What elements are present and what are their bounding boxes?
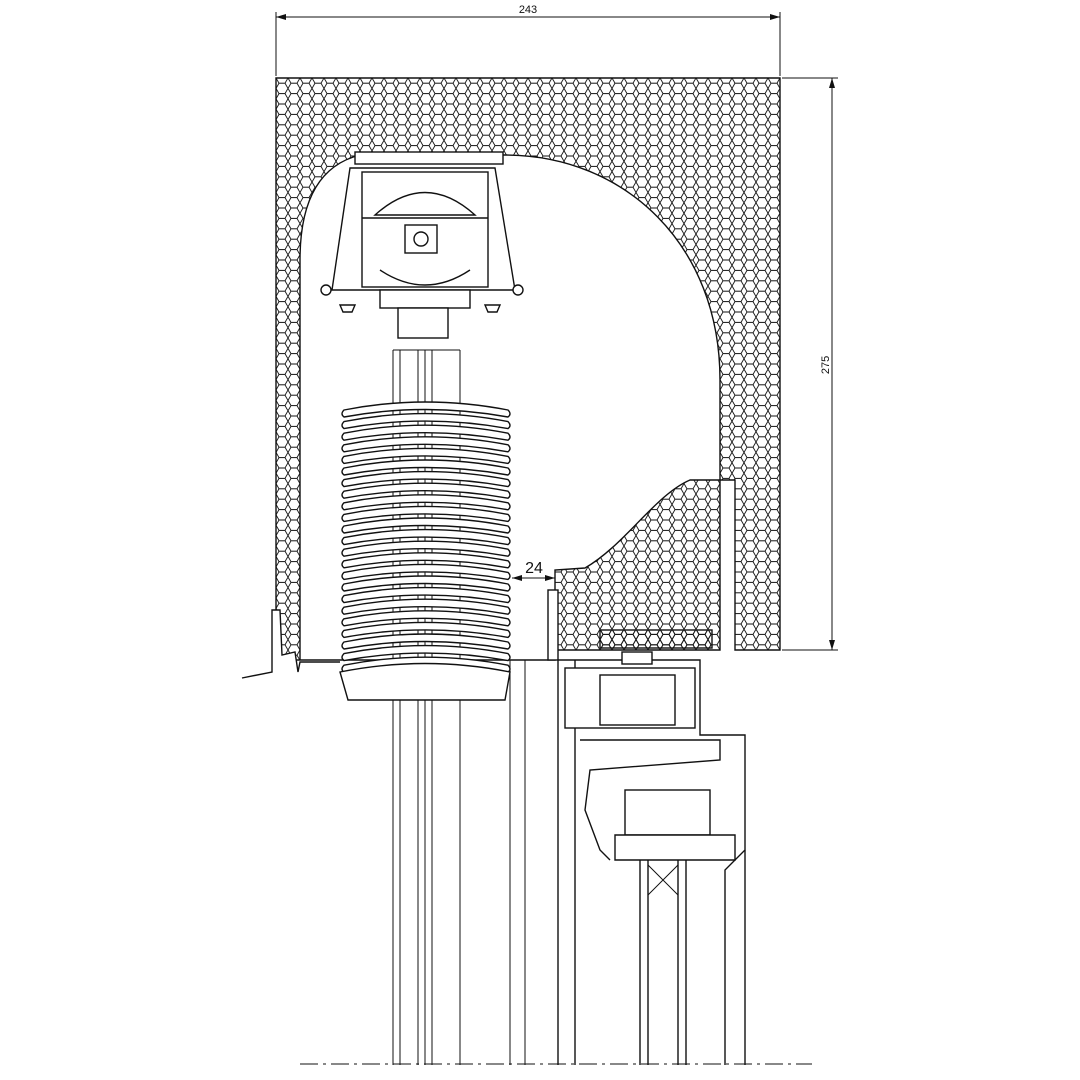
- shutter-slat: [341, 447, 511, 465]
- shutter-slat: [341, 517, 511, 534]
- shutter-slat: [341, 610, 511, 627]
- shutter-slat: [341, 552, 511, 569]
- shutter-slat: [341, 540, 511, 557]
- dimension-height-label: 275: [820, 356, 832, 374]
- dimension-width-label: 243: [519, 4, 537, 16]
- shutter-slat: [341, 494, 511, 511]
- window-frame: [557, 651, 746, 1065]
- shutter-slat: [341, 563, 511, 581]
- shutter-slat: [341, 412, 511, 430]
- guide-rail: [392, 349, 526, 1065]
- shutter-slat: [341, 633, 511, 650]
- motor-bracket: [320, 151, 524, 339]
- shutter-slat: [341, 621, 511, 639]
- dimension-height: 275: [782, 77, 838, 651]
- shutter-slat: [341, 586, 511, 604]
- dimension-gap: 24: [512, 560, 555, 581]
- shutter-slat: [341, 528, 511, 546]
- bottom-end-slat: [339, 662, 511, 701]
- left-trim-profile: [241, 609, 340, 679]
- shutter-slat: [341, 575, 511, 592]
- shutter-slats: [341, 401, 511, 673]
- shutter-slat: [341, 424, 511, 441]
- shutter-slat: [341, 436, 511, 453]
- dimension-gap-label: 24: [525, 560, 543, 577]
- sill-strip: [599, 629, 713, 649]
- dimension-width: 243: [275, 4, 781, 76]
- cover-plate: [547, 589, 559, 661]
- shutter-slat: [341, 482, 511, 499]
- shutter-slat: [341, 459, 511, 476]
- shutter-slat: [341, 401, 511, 418]
- shutter-slat: [341, 470, 511, 488]
- shutter-slat: [341, 505, 511, 523]
- shutter-slat: [341, 644, 511, 662]
- shutter-slat: [341, 598, 511, 615]
